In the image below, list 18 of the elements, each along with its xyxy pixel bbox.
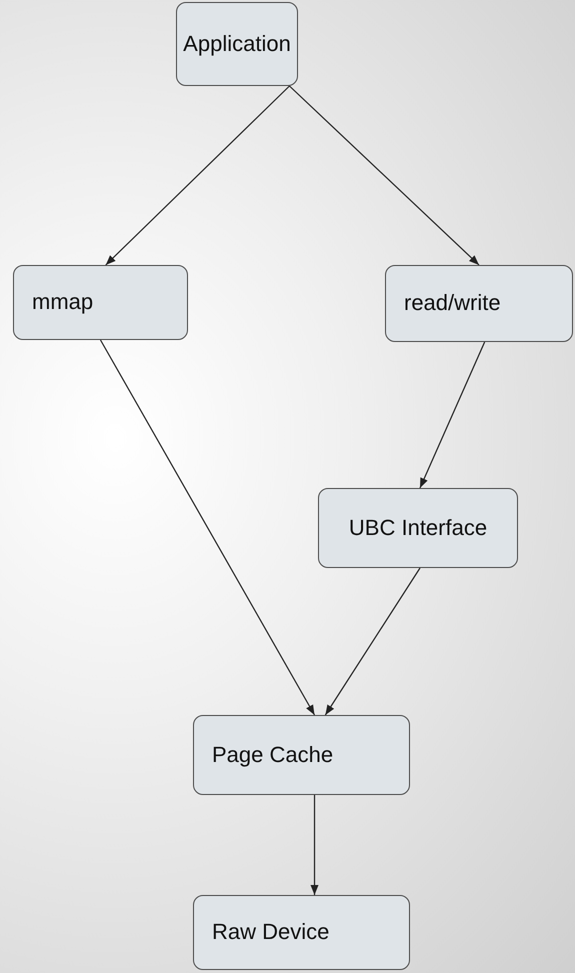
node-label: UBC Interface: [348, 514, 488, 542]
node-label: Raw Device: [212, 919, 330, 946]
arrow: [310, 795, 319, 895]
arrow: [100, 340, 316, 716]
node-label: mmap: [32, 289, 94, 316]
node-label: Application: [183, 30, 291, 58]
arrow: [324, 568, 420, 716]
process-box: [318, 488, 518, 568]
process-box: [385, 265, 573, 342]
process-box: [193, 895, 410, 970]
arrow: [289, 86, 480, 266]
arrow: [105, 86, 290, 266]
process-box: [176, 2, 298, 86]
process-box: [193, 715, 410, 795]
node-label: read/write: [404, 290, 501, 317]
node-label: Page Cache: [212, 742, 334, 768]
arrow: [419, 342, 486, 488]
process-box: [13, 265, 188, 340]
